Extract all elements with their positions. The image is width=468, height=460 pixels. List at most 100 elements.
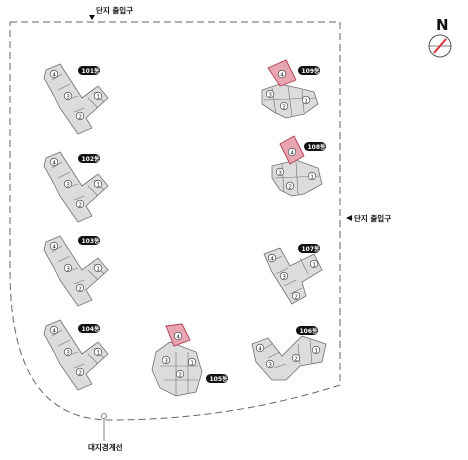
building-104-unit-4-label: 4	[52, 329, 56, 335]
building-109-unit-2-icon	[279, 101, 289, 111]
building-105-unit-1-label: 1	[190, 361, 194, 367]
building-101-unit-4-icon	[49, 69, 59, 79]
building-105-unit-1-icon	[187, 357, 197, 367]
building-101-unit-3-label: 3	[66, 95, 70, 101]
building-109-unit-1-icon	[301, 95, 311, 105]
building-104-label: 104동	[82, 325, 101, 333]
building-101-unit-2-label: 2	[78, 115, 82, 121]
building-108-unit-3-label: 3	[278, 171, 282, 177]
building-107-grid	[269, 255, 309, 295]
building-101-unit-2-icon	[75, 111, 85, 121]
building-102-unit-3-icon	[63, 179, 73, 189]
compass-north-label: N	[436, 16, 449, 34]
building-105-unit-4-icon	[173, 331, 183, 341]
building-105-unit-3-icon	[161, 355, 171, 365]
building-102-footprint	[43, 151, 109, 223]
building-107-unit-1-label: 1	[312, 263, 316, 269]
building-107-unit-3-label: 3	[282, 275, 286, 281]
building-106: 4 3 2 1 106동	[251, 326, 327, 381]
building-101-unit-4-label: 4	[52, 73, 56, 79]
building-101-unit-1-label: 1	[96, 95, 100, 101]
building-105-badge	[206, 374, 228, 383]
building-103-unit-1-icon	[93, 263, 103, 273]
boundary-label: 대지경계선	[88, 442, 123, 452]
building-107-unit-1-icon	[309, 259, 319, 269]
building-107-label: 107동	[302, 245, 321, 253]
building-105-unit-2-label: 2	[178, 373, 182, 379]
building-109-unit-3-label: 3	[268, 93, 272, 99]
building-103-unit-4-label: 4	[52, 245, 56, 251]
building-104-unit-2-icon	[75, 367, 85, 377]
building-106-grid	[261, 339, 313, 369]
boundary-leader-dot	[101, 413, 107, 419]
building-108-unit-4-label: 4	[290, 151, 294, 157]
building-102-label: 102동	[82, 155, 101, 163]
building-104-footprint	[43, 319, 109, 391]
building-108-badge	[304, 142, 326, 151]
building-108-unit-1-label: 1	[310, 175, 314, 181]
building-104-unit-4-icon	[49, 325, 59, 335]
site-boundary	[9, 21, 341, 421]
building-106-unit-4-icon	[255, 343, 265, 353]
building-104-unit-3-icon	[63, 347, 73, 357]
side-entrance-arrow	[346, 215, 352, 221]
building-109-unit-3-icon	[265, 89, 275, 99]
building-103-label: 103동	[82, 237, 101, 245]
building-109: 4 3 2 1 109동	[261, 59, 321, 119]
building-103-unit-2-icon	[75, 283, 85, 293]
building-109-badge	[298, 66, 320, 75]
building-108-unit-3-icon	[275, 167, 285, 177]
building-106-unit-1-icon	[311, 345, 321, 355]
building-107-unit-3-icon	[279, 271, 289, 281]
building-103: 4 3 2 1 103동	[43, 235, 109, 307]
building-102-unit-1-label: 1	[96, 183, 100, 189]
building-103-unit-2-label: 2	[78, 287, 82, 293]
building-102: 4 3 2 1 102동	[43, 151, 109, 223]
building-109-label: 109동	[302, 67, 321, 75]
building-107-badge	[298, 244, 320, 253]
building-105-unit-4-label: 4	[176, 335, 180, 341]
building-103-grid	[51, 245, 105, 285]
top-entrance-label: 단지 출입구	[96, 5, 133, 15]
side-entrance-label: 단지 출입구	[354, 213, 391, 223]
building-102-unit-4-icon	[49, 157, 59, 167]
building-106-unit-4-label: 4	[258, 347, 262, 353]
building-104-unit-1-icon	[93, 347, 103, 357]
building-101-badge	[78, 66, 100, 75]
building-104-badge	[78, 324, 100, 333]
building-109-unit-4-label: 4	[280, 73, 284, 79]
building-107-unit-2-icon	[291, 291, 301, 301]
building-104-grid	[51, 329, 105, 369]
building-104-unit-1-label: 1	[96, 351, 100, 357]
building-106-footprint	[251, 335, 327, 381]
building-107: 4 3 2 1 107동	[263, 244, 323, 305]
building-106-unit-2-label: 2	[294, 357, 298, 363]
building-103-unit-3-label: 3	[66, 267, 70, 273]
building-101-unit-1-icon	[93, 91, 103, 101]
building-102-unit-2-label: 2	[78, 203, 82, 209]
building-101-footprint	[43, 63, 109, 135]
building-102-unit-4-label: 4	[52, 161, 56, 167]
building-109-unit-2-label: 2	[282, 105, 286, 111]
building-108-unit-1-icon	[307, 171, 317, 181]
building-103-unit-1-label: 1	[96, 267, 100, 273]
building-104: 4 3 2 1 104동	[43, 319, 109, 391]
compass-needle	[433, 38, 447, 54]
building-108-unit-2-icon	[285, 181, 295, 191]
building-109-grid	[263, 85, 317, 117]
building-106-badge	[296, 326, 318, 335]
compass: N	[428, 16, 452, 58]
building-108-unit-2-label: 2	[288, 185, 292, 191]
building-106-unit-1-label: 1	[314, 349, 318, 355]
building-104-unit-2-label: 2	[78, 371, 82, 377]
building-107-footprint	[263, 247, 323, 305]
building-102-unit-3-label: 3	[66, 183, 70, 189]
building-108-unit-4-icon	[287, 147, 297, 157]
building-108: 4 3 2 1 108동	[271, 135, 326, 197]
building-102-unit-1-icon	[93, 179, 103, 189]
building-107-unit-4-label: 4	[270, 257, 274, 263]
building-106-unit-3-label: 3	[268, 363, 272, 369]
building-106-label: 106동	[300, 327, 319, 335]
building-105-footprint	[151, 341, 203, 397]
